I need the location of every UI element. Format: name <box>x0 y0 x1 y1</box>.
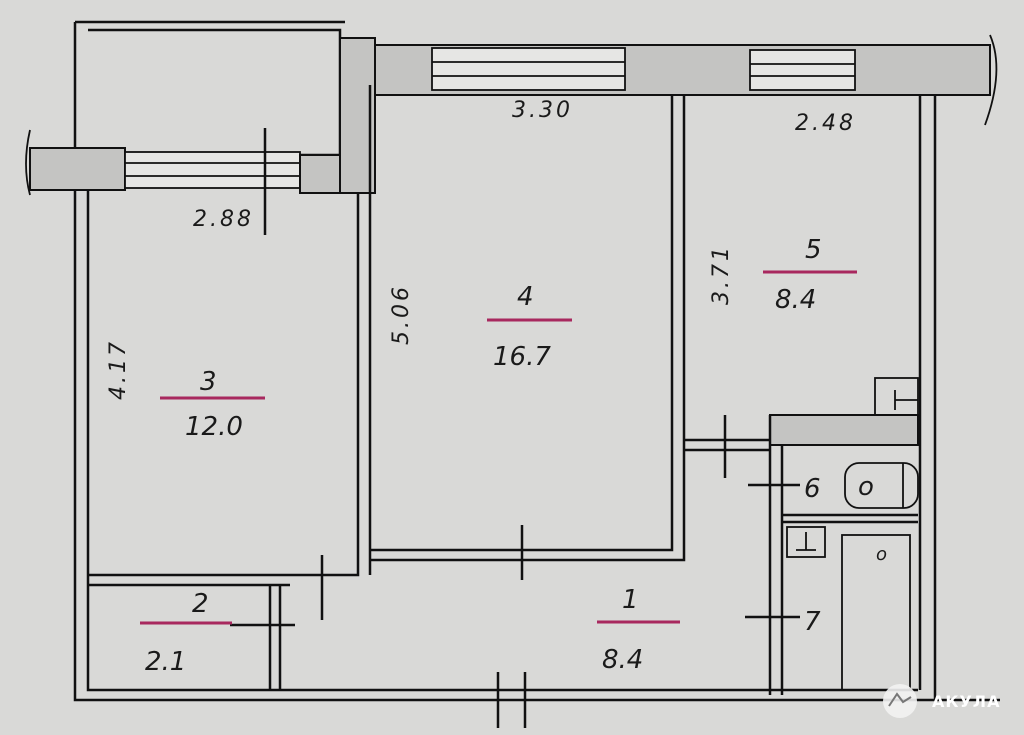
room-label-5: 5 8.4 <box>763 235 857 315</box>
svg-text:1: 1 <box>622 585 639 615</box>
room-label-4: 4 16.7 <box>487 282 572 372</box>
room-2-walls <box>268 585 282 690</box>
svg-text:2.1: 2.1 <box>145 647 186 677</box>
room-label-7: 7 <box>804 607 821 637</box>
room-label-3: 3 12.0 <box>160 367 265 442</box>
dim-room4-length: 5.06 <box>389 284 414 345</box>
outer-walls <box>73 95 1000 702</box>
room-label-6: 6 <box>804 474 821 504</box>
svg-text:12.0: 12.0 <box>185 412 243 442</box>
room-3-walls <box>88 85 372 587</box>
room-label-1: 1 8.4 <box>597 585 680 675</box>
svg-text:8.4: 8.4 <box>602 645 643 675</box>
room-label-2: 2 2.1 <box>140 589 232 677</box>
svg-text:2: 2 <box>192 589 209 619</box>
room-4-walls <box>370 95 770 562</box>
watermark: АКУЛА <box>883 684 1000 718</box>
svg-text:5: 5 <box>805 235 822 265</box>
svg-text:16.7: 16.7 <box>493 342 551 372</box>
door-marks <box>230 128 800 728</box>
dim-room4-width: 3.30 <box>512 98 573 123</box>
balcony <box>73 20 345 157</box>
bathroom: o o <box>768 377 919 695</box>
top-wall <box>374 34 998 126</box>
shark-logo-icon <box>883 684 917 718</box>
bath-mark: o <box>876 544 887 565</box>
dim-room5-width: 2.48 <box>795 111 856 136</box>
svg-text:4: 4 <box>517 282 534 312</box>
dim-balcony-width: 2.88 <box>193 207 254 232</box>
svg-text:3: 3 <box>200 367 217 397</box>
svg-text:АКУЛА: АКУЛА <box>932 692 1000 711</box>
dim-room5-length: 3.71 <box>709 244 734 305</box>
sink-mark: o <box>858 472 874 502</box>
dim-room3-length: 4.17 <box>106 339 131 400</box>
svg-text:8.4: 8.4 <box>775 285 816 315</box>
